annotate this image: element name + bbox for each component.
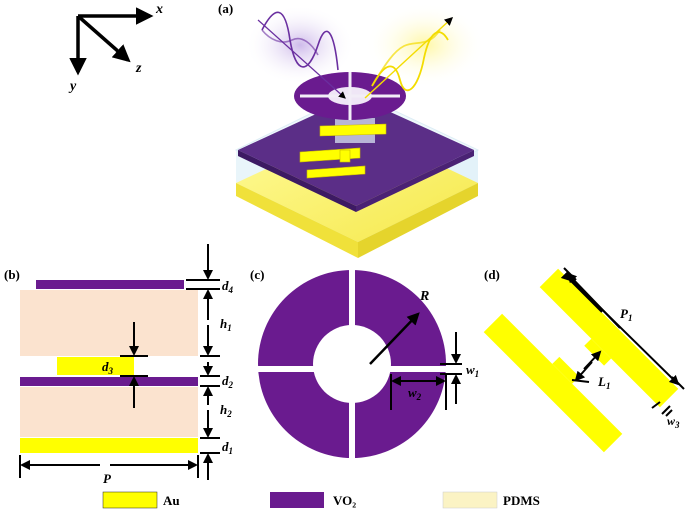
legend-label-vo2: VO₂ [333,493,356,508]
legend: Au VO₂ PDMS [102,491,540,509]
dim-w3: w3 [667,414,680,430]
reflected-wave [364,17,454,99]
panel-a-label: (a) [218,1,233,16]
au-dipole-lower [483,313,623,453]
dim-R: R [419,289,429,304]
coordinate-axes: x y z [68,2,163,94]
panel-c-ring: R w1 w2 [257,268,479,460]
au-bottom-layer [20,438,198,453]
dim-P1: P1 [620,306,632,323]
dim-d4: d4 [222,278,234,295]
panel-b-side-view: d4 h1 d3 d2 h2 d1 P [19,244,234,486]
legend-swatch-pdms [442,491,498,509]
panel-d-dipoles: P1 L1 w3 [483,267,685,453]
legend-label-au: Au [163,493,180,508]
dim-d1: d1 [222,439,233,456]
dim-w1: w1 [466,362,479,379]
dim-h1: h1 [220,316,232,333]
panel-b-label: (b) [4,267,20,282]
axis-x-label: x [155,2,163,17]
dim-d2: d2 [222,373,234,390]
dim-w2: w2 [408,385,422,402]
pdms-layer-h1 [20,290,198,356]
axis-z-label: z [135,61,142,76]
vo2-middle-layer [20,377,198,386]
au-dipole-upper [539,268,679,408]
dim-P: P [103,471,112,486]
panel-c-label: (c) [250,267,264,282]
dim-L1: L1 [597,374,610,391]
au-middle-strip [57,357,134,375]
pdms-layer-h2 [20,387,198,437]
vo2-top-layer [36,280,184,289]
legend-swatch-au [102,491,158,509]
legend-swatch-vo2 [270,492,324,508]
dim-h2: h2 [220,402,232,419]
axis-y-label: y [68,79,77,94]
dim-d3: d3 [102,359,114,376]
panel-d-label: (d) [484,267,500,282]
legend-label-pdms: PDMS [503,493,540,508]
incident-wave [257,11,346,99]
panel-a-illustration [234,3,485,258]
